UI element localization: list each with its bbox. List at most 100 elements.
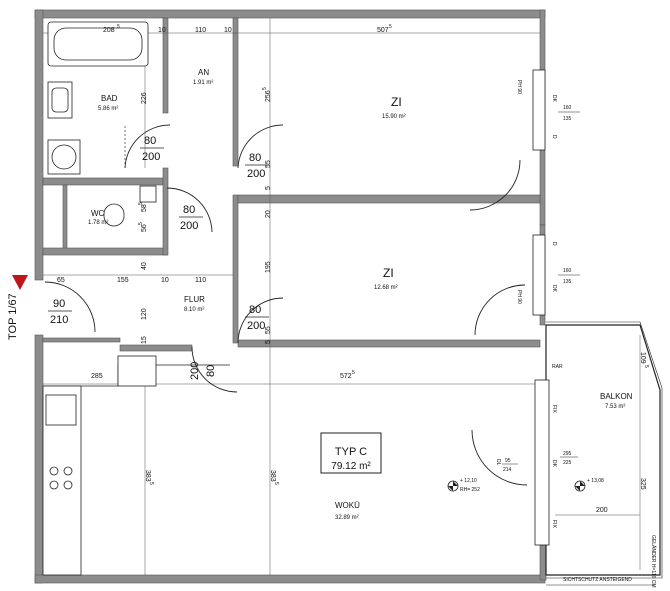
dim-256: 256 [265,90,272,102]
level-balcony-value: + 13,08 [587,478,604,484]
room-labels: BAD 5.86 m² AN 1.91 m² ZI 15.90 m² WC 1.… [88,68,633,521]
balcony-door-w2: 295 [563,451,572,457]
wall-bad-an [162,17,169,114]
room-zi2-area: 12.68 m² [374,285,398,291]
wall-flur-woku [119,344,193,352]
room-wc-name: WC [91,209,105,218]
dim-5b: 5 [265,340,272,344]
north-wall [34,9,546,19]
south-wall [34,574,546,584]
wall-bad-wc [42,177,164,186]
room-flur-name: FLUR [184,295,205,304]
dim-40: 40 [141,262,148,270]
door-zi1-width: 80 [249,152,261,164]
room-zi1-area: 15.90 m² [382,114,406,120]
dim-56: 56 [141,224,148,232]
west-wall-upper [34,9,44,281]
room-balkon-name: BALKON [600,392,633,401]
dim-55b: 55 [265,326,272,334]
balcony-door-fix-1: FIX [551,405,557,413]
level-marker-balcony: + 13,08 [574,478,604,492]
wall-zi1-zi2 [237,194,541,204]
window2-mark: DK [551,285,557,293]
dim-20: 20 [265,210,272,218]
dim-58-sup: 5 [138,202,144,205]
balcony-door-fix-2: FIX [551,520,557,528]
dimension-texts: 208 5 10 110 10 507 5 226 256 5 58 5 56 … [57,24,649,514]
window1-height: 135 [563,116,572,122]
door-dimensions: 80 200 80 200 80 200 80 200 90 210 80 20… [48,135,269,380]
dim-5a: 5 [265,186,272,190]
window2-frame: PH 90 [516,290,522,304]
wall-zi2-west [232,194,239,344]
balcony-door-h1: 214 [503,467,512,473]
dim-325: 325 [639,478,646,490]
balcony-door-dk: DK [551,460,557,468]
window1-mark: DK [551,95,557,103]
room-bad-name: BAD [101,94,118,103]
room-flur-area: 8.10 m² [184,307,204,313]
wall-wc-west [62,184,68,253]
door-entry-height: 210 [50,314,68,326]
gelander-note: GELÄNDER H=110 CM [650,535,657,588]
room-an-area: 1.91 m² [193,80,213,86]
dim-55a: 55 [265,160,272,168]
rar-label: RAR [552,364,563,370]
dimension-lines [43,18,641,575]
dim-200-balcony: 200 [596,507,608,514]
level-marker-inside: + 12,10 RH= 252 [447,478,480,493]
dim-208-sup: 5 [117,24,120,30]
dim-10a: 10 [158,27,166,34]
dim-383a: 383 [144,470,151,482]
type-area: 79.12 m² [331,461,371,472]
wall-wc-south [42,247,168,256]
type-box: TYP C 79.12 m² [320,432,382,474]
walls [34,9,547,584]
balcony-door-w1: 95 [505,458,511,464]
dim-507: 507 [377,27,389,34]
sichtschutz-note: SICHTSCHUTZ ANSTEIGEND [563,577,632,583]
door-entry-width: 90 [53,298,65,310]
dim-109-sup: 5 [643,365,649,368]
entrance-marker [12,275,28,290]
door-wc-width: 80 [183,204,195,216]
dim-383b-sup: 5 [273,482,279,485]
type-label: TYP C [335,446,367,458]
door-woku-width: 80 [205,365,217,377]
dim-226: 226 [141,92,148,104]
dim-507-sup: 5 [389,24,392,30]
wall-entry-south [42,337,121,343]
room-balkon-area: 7.53 m² [605,404,625,410]
window-labels: PH 90 DK D 160 135 PH 90 DK D 160 135 RA… [495,80,580,528]
room-bad-area: 5.86 m² [98,106,118,112]
window1-d: D [551,135,557,139]
window2-d: D [551,242,557,246]
toilet [103,203,125,227]
dim-110: 110 [195,27,206,34]
door-bad-width: 80 [144,135,156,147]
room-zi1-name: ZI [391,95,402,109]
shower [47,139,81,175]
dim-15: 15 [141,336,148,344]
top-label: TOP 1/67 [7,293,19,340]
dim-572-sup: 5 [352,370,355,376]
dim-256-sup: 5 [262,87,268,90]
window1-width: 160 [563,105,572,111]
dim-56-sup: 5 [138,222,144,225]
window2-width: 160 [563,268,572,274]
wc-sink [139,185,157,203]
window1-frame: PH 90 [516,80,522,94]
room-woku-name: WOKÜ [335,501,360,510]
wall-zi2-woku [237,339,541,348]
level-inside-value: + 12,10 [460,478,477,484]
wall-wc-east [162,167,169,256]
dim-383b: 383 [269,470,276,482]
room-wc-area: 1.78 m² [88,220,108,226]
dim-58: 58 [141,204,148,212]
dim-195: 195 [265,261,272,273]
dim-109: 109 [639,352,646,364]
west-wall-lower [34,334,44,584]
door-zi2-height: 200 [247,320,265,332]
room-woku-area: 32.89 m² [335,515,359,521]
